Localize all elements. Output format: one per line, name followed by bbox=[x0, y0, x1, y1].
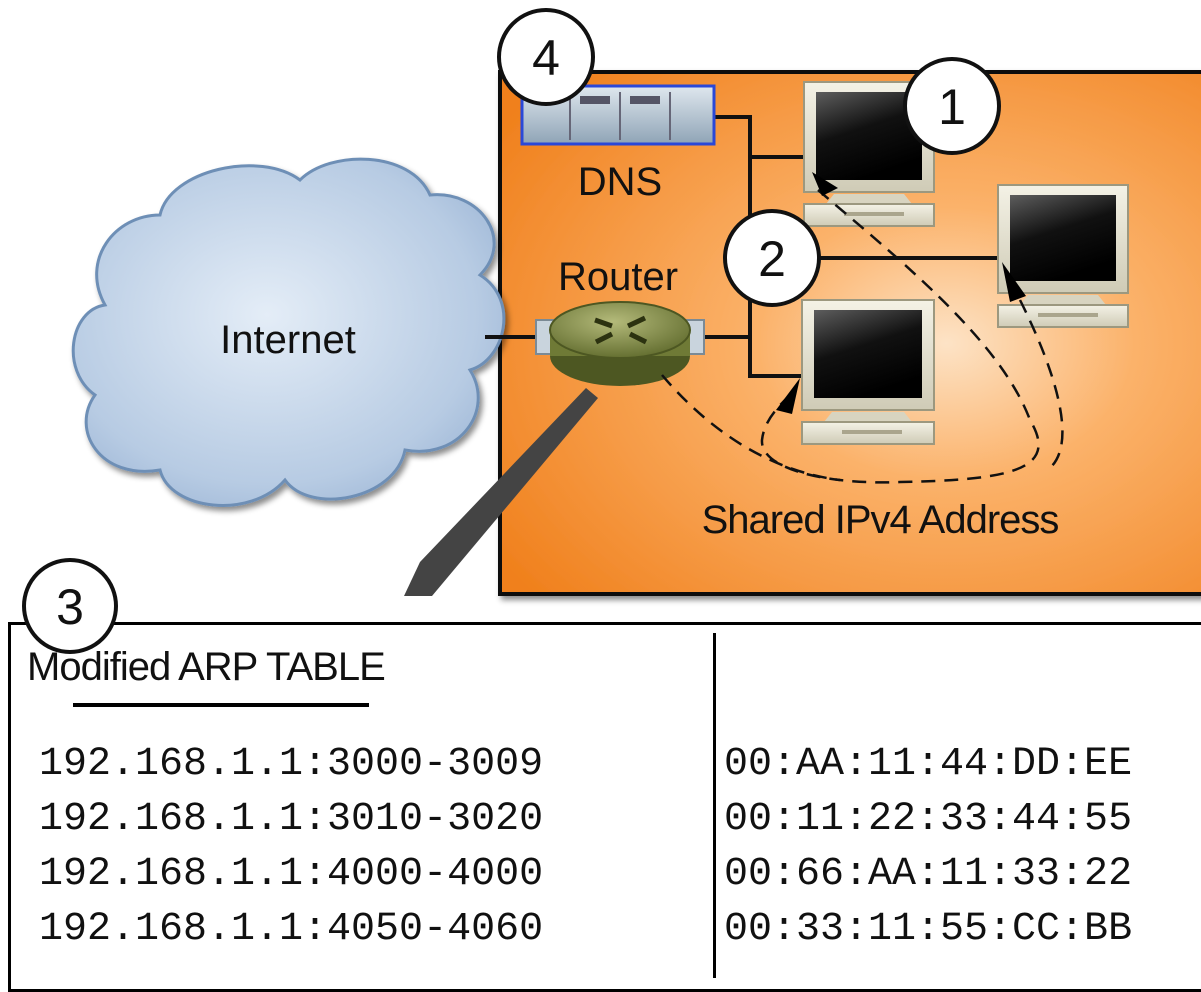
marker-1: 1 bbox=[903, 57, 1001, 155]
ip-range-entry: 192.168.1.1:4050-4060 bbox=[39, 907, 544, 952]
arp-column-divider bbox=[713, 633, 716, 978]
svg-text:1: 1 bbox=[938, 79, 966, 135]
router-icon bbox=[535, 301, 705, 386]
mac-address-column: 00:AA:11:44:DD:EE 00:11:22:33:44:55 00:6… bbox=[724, 737, 1132, 957]
mac-address-entry: 00:AA:11:44:DD:EE bbox=[724, 742, 1133, 787]
internet-label: Internet bbox=[220, 318, 356, 362]
ip-range-entry: 192.168.1.1:3010-3020 bbox=[39, 797, 544, 842]
ip-range-column: 192.168.1.1:3000-3009 192.168.1.1:3010-3… bbox=[39, 737, 543, 957]
marker-3: 3 bbox=[22, 558, 118, 654]
ip-range-entry: 192.168.1.1:4000-4000 bbox=[39, 852, 544, 897]
arp-callout-pointer bbox=[404, 388, 598, 596]
arp-table: Modified ARP TABLE 192.168.1.1:3000-3009… bbox=[8, 622, 1201, 992]
mac-address-entry: 00:33:11:55:CC:BB bbox=[724, 907, 1133, 952]
dns-label: DNS bbox=[578, 160, 662, 204]
shared-address-paths bbox=[661, 189, 1064, 484]
svg-text:2: 2 bbox=[758, 231, 786, 287]
internet-cloud bbox=[71, 157, 506, 507]
mac-address-entry: 00:66:AA:11:33:22 bbox=[724, 852, 1133, 897]
shared-address-label: Shared IPv4 Address bbox=[702, 498, 1059, 542]
computer-2-icon bbox=[997, 184, 1129, 328]
computer-3-icon bbox=[801, 299, 935, 445]
router-label: Router bbox=[558, 255, 678, 299]
svg-text:3: 3 bbox=[56, 579, 84, 635]
marker-2: 2 bbox=[723, 209, 821, 307]
svg-text:4: 4 bbox=[532, 30, 560, 86]
arp-title-underline bbox=[73, 703, 369, 707]
arp-table-title: Modified ARP TABLE bbox=[27, 645, 386, 689]
marker-4: 4 bbox=[497, 8, 595, 106]
ip-range-entry: 192.168.1.1:3000-3009 bbox=[39, 742, 544, 787]
arrowheads bbox=[776, 172, 1026, 414]
mac-address-entry: 00:11:22:33:44:55 bbox=[724, 797, 1133, 842]
